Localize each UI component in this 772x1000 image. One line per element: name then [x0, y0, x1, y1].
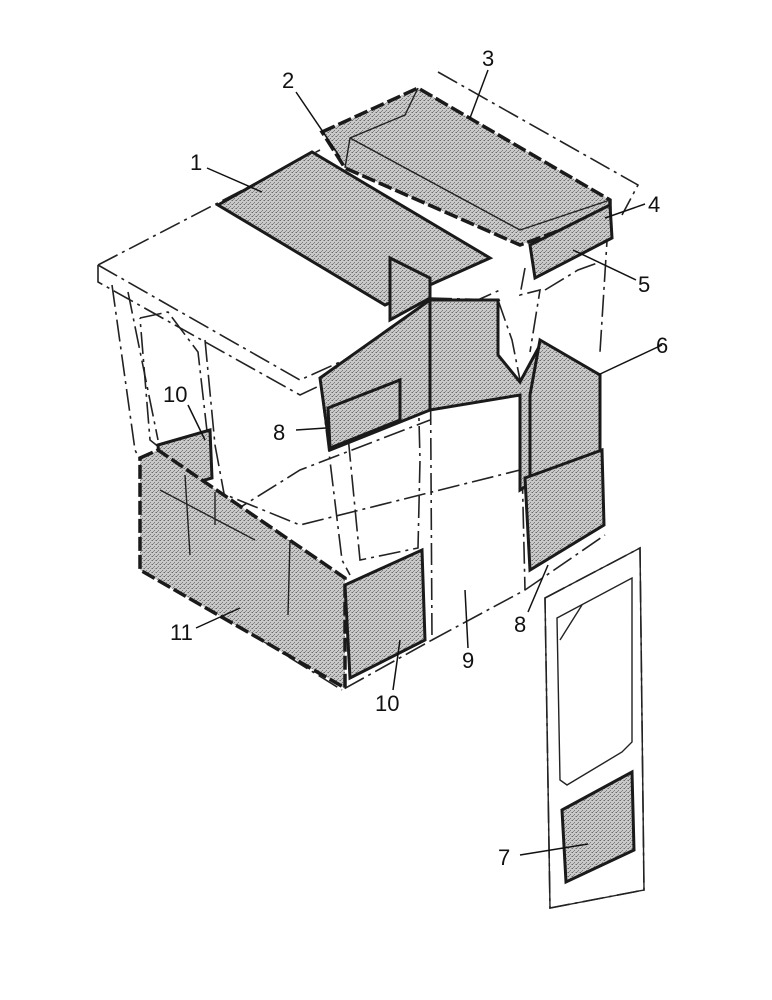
callout-2: 2 [282, 68, 294, 93]
leader-lines [187, 69, 663, 856]
callout-8-left: 8 [273, 420, 285, 445]
callout-3: 3 [482, 46, 494, 71]
callout-labels: 1 2 3 4 5 6 7 8 8 9 10 10 11 [163, 46, 668, 870]
callout-6: 6 [656, 333, 668, 358]
callout-9: 9 [462, 648, 474, 673]
callout-11: 11 [170, 620, 193, 645]
callout-10-lower: 10 [375, 691, 399, 716]
callout-7: 7 [498, 845, 510, 870]
panel-11-floor-mat [138, 448, 347, 692]
panel-7-door-lower [560, 769, 636, 885]
panel-2-3-rear-roof-tray [319, 86, 612, 247]
callout-5: 5 [638, 272, 650, 297]
callout-4: 4 [648, 192, 660, 217]
callout-1: 1 [190, 150, 202, 175]
callout-10-upper: 10 [163, 382, 187, 407]
panel-8-right-lower [523, 447, 606, 573]
panel-8-left-lower [326, 377, 402, 451]
panel-1-roof-liner [215, 150, 494, 307]
panel-10-front-corner [343, 547, 427, 681]
callout-8-right: 8 [514, 612, 526, 637]
panel-4-5-rear-valance [528, 202, 614, 281]
